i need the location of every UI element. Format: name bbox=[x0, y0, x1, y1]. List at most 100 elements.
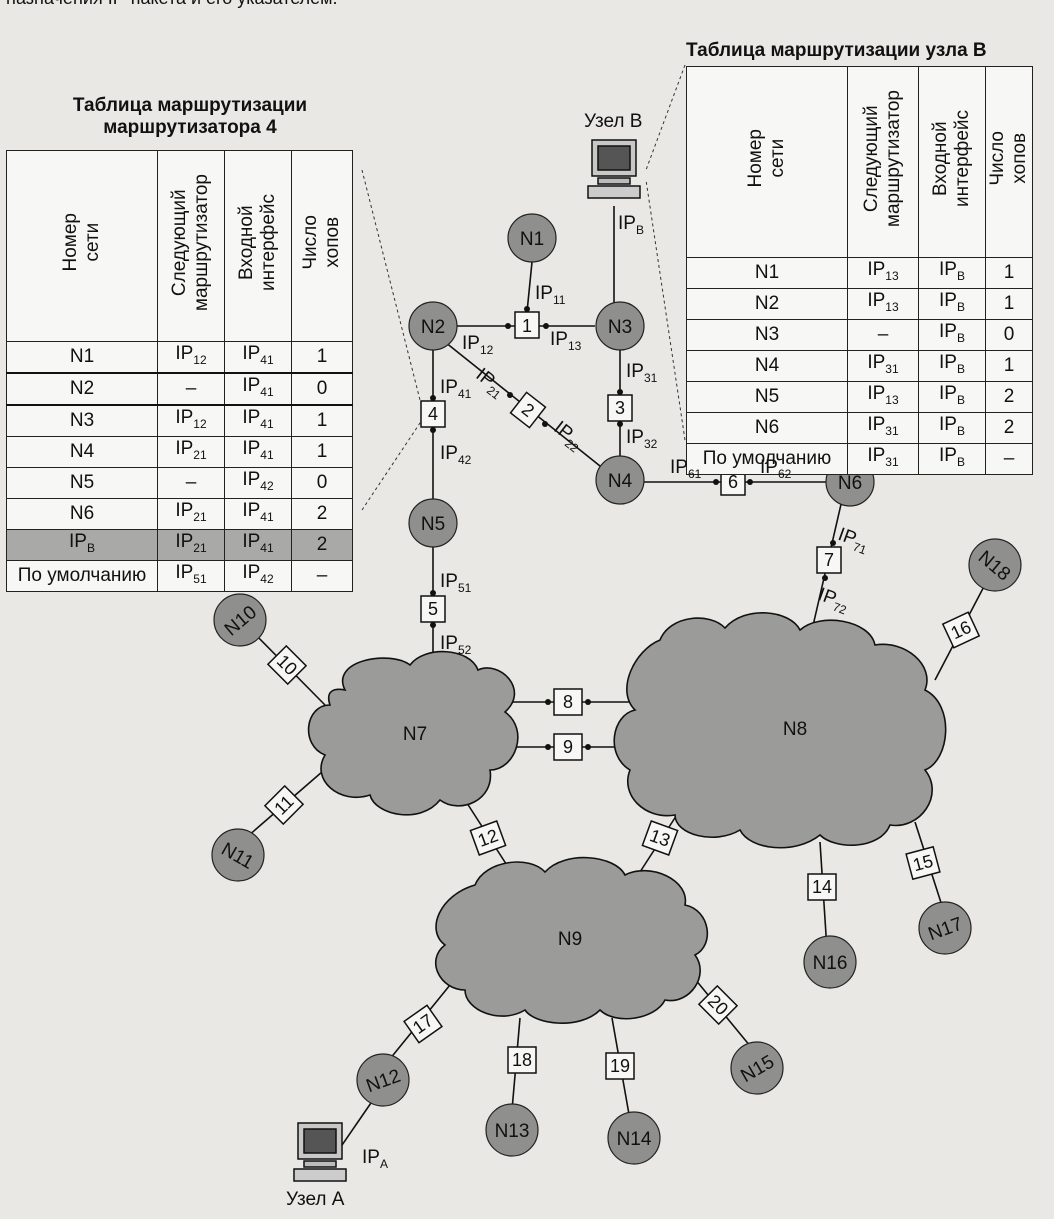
table-cell: N4 bbox=[6, 436, 158, 468]
label-n9: N9 bbox=[558, 929, 582, 950]
router-box-3 bbox=[607, 394, 633, 422]
router-box-2 bbox=[509, 391, 547, 429]
label-r1: 1 bbox=[522, 316, 532, 336]
ip-label-ip11: IP11 bbox=[535, 283, 566, 308]
ip-label-ip31: IP31 bbox=[626, 361, 658, 386]
label-r18: 18 bbox=[512, 1050, 532, 1070]
top-text-fragment: назначения IP-пакета и его указателем. bbox=[6, 0, 338, 8]
table-cell: 1 bbox=[291, 404, 353, 437]
ip-label-ipb: IPB bbox=[618, 213, 644, 238]
table-header-cell: Номер сети bbox=[686, 66, 848, 258]
router-box-8 bbox=[553, 688, 583, 716]
label-r19: 19 bbox=[610, 1056, 630, 1076]
table-cell: N2 bbox=[6, 372, 158, 406]
router-box-20 bbox=[697, 984, 739, 1026]
label-r7: 7 bbox=[824, 550, 834, 570]
router-box-15 bbox=[905, 845, 941, 881]
router-box-11 bbox=[263, 784, 305, 826]
router-boxes bbox=[263, 311, 981, 1080]
table-header-cell: Число хопов bbox=[291, 150, 353, 342]
router-box-17 bbox=[403, 1004, 443, 1044]
label-n3: N3 bbox=[608, 317, 632, 338]
table-cell: IP31 bbox=[847, 412, 919, 444]
label-n1: N1 bbox=[520, 229, 544, 250]
table-cell: 2 bbox=[985, 412, 1033, 444]
table-cell: IP21 bbox=[157, 498, 225, 530]
table-cell: 1 bbox=[985, 288, 1033, 320]
table-cell: IP41 bbox=[224, 529, 292, 561]
table-cell: IP42 bbox=[224, 560, 292, 592]
table-cell: IP31 bbox=[847, 350, 919, 382]
link-n1-r1 bbox=[526, 261, 533, 313]
table-header-cell: Входной интерфейс bbox=[224, 150, 292, 342]
node-n5 bbox=[408, 498, 458, 548]
cloud-n7 bbox=[307, 650, 519, 816]
table-cell: N2 bbox=[686, 288, 848, 320]
ip-label-ipa: IPA bbox=[362, 1147, 388, 1172]
node-n11 bbox=[211, 828, 265, 882]
table-cell: N4 bbox=[686, 350, 848, 382]
table-cell: IPB bbox=[918, 257, 986, 289]
label-r4: 4 bbox=[428, 404, 438, 424]
table-cell: IP41 bbox=[224, 372, 292, 406]
router-box-1 bbox=[514, 311, 540, 339]
node-n14 bbox=[607, 1111, 661, 1165]
table-cell: 2 bbox=[291, 498, 353, 530]
router-box-13 bbox=[641, 820, 679, 856]
table-cell: IP12 bbox=[157, 341, 225, 374]
table-cell: IP41 bbox=[224, 498, 292, 530]
table-cell: IPB bbox=[918, 412, 986, 444]
node-n12 bbox=[356, 1053, 410, 1107]
label-r6: 6 bbox=[728, 472, 738, 492]
ip-label-ip62: IP62 bbox=[760, 457, 792, 482]
table-cell: IPB bbox=[918, 443, 986, 475]
label-n6: N6 bbox=[838, 473, 862, 494]
ip-label-ip32: IP32 bbox=[626, 427, 658, 452]
table-cell: IP51 bbox=[157, 560, 225, 592]
node-n18 bbox=[968, 538, 1022, 592]
table-cell: IP13 bbox=[847, 288, 919, 320]
label-n8: N8 bbox=[783, 719, 807, 740]
host-b-label: Узел B bbox=[584, 111, 643, 132]
table-cell: IPB bbox=[918, 381, 986, 413]
table-cell: N5 bbox=[6, 467, 158, 499]
router-box-19 bbox=[605, 1052, 635, 1080]
node-n13 bbox=[485, 1103, 539, 1157]
ip-label-ip51: IP51 bbox=[440, 571, 472, 596]
ip-label-ip12: IP12 bbox=[462, 333, 494, 358]
router-box-10 bbox=[266, 644, 308, 686]
label-r14: 14 bbox=[812, 877, 832, 897]
table-cell: IPB bbox=[6, 529, 158, 561]
table-cell: N3 bbox=[6, 404, 158, 437]
host-a-computer bbox=[293, 1122, 347, 1182]
table-cell: IP42 bbox=[224, 467, 292, 499]
table-cell: 0 bbox=[985, 319, 1033, 351]
label-n13: N13 bbox=[495, 1121, 530, 1142]
ip-label-ip13: IP13 bbox=[550, 329, 582, 354]
table-cell: – bbox=[157, 372, 225, 406]
router-box-7 bbox=[816, 546, 842, 574]
ip-label-ip61: IP61 bbox=[670, 457, 702, 482]
node-n10 bbox=[213, 593, 267, 647]
network-nodes bbox=[211, 213, 1022, 1165]
table-cell: 2 bbox=[291, 529, 353, 561]
node-n17 bbox=[918, 901, 972, 955]
table-cell: IPB bbox=[918, 319, 986, 351]
interface-dots bbox=[430, 306, 836, 750]
table-cell: IPB bbox=[918, 288, 986, 320]
node-labels: N1 N2 N3 N4 N5 N6 N7 N8 N9 N10 N11 N12 N… bbox=[218, 229, 1015, 1150]
node-n2 bbox=[408, 301, 458, 351]
router-box-18 bbox=[507, 1046, 537, 1074]
